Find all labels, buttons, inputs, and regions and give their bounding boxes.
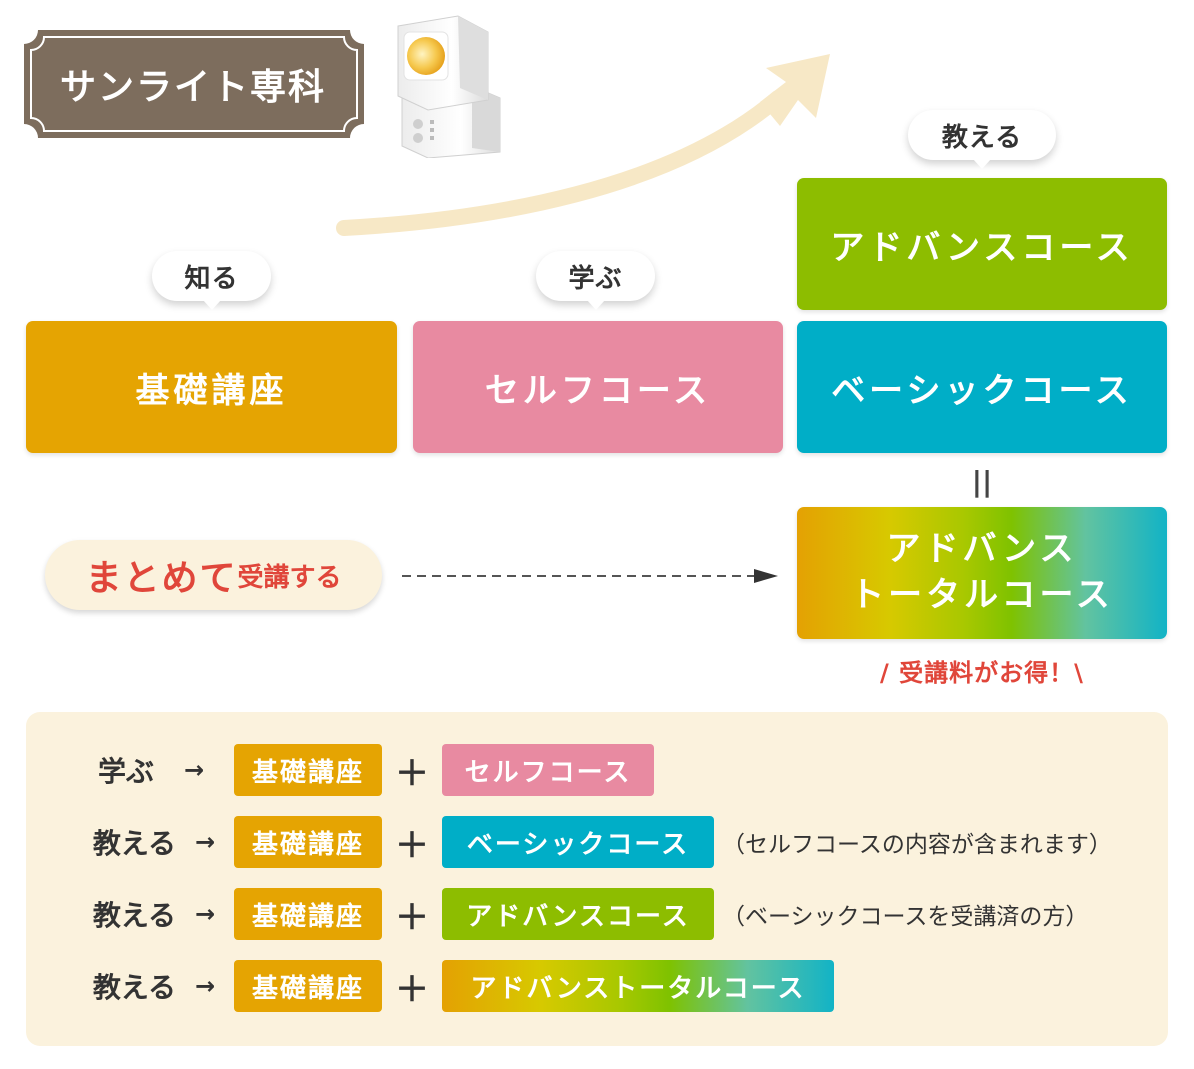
brand-label: サンライト専科: [24, 30, 409, 138]
plus-icon: ＋: [395, 969, 429, 1010]
dashed-arrow-icon: [402, 569, 778, 583]
equal-sign: ||: [971, 464, 993, 498]
course-basic-box[interactable]: ベーシックコース: [797, 321, 1167, 453]
plus-icon: ＋: [395, 897, 429, 938]
arrow-right-icon: →: [194, 972, 216, 1000]
brand-title: サンライト専科: [59, 67, 326, 108]
plus-icon: ＋: [395, 753, 429, 794]
summary-row-label: 教える: [92, 971, 176, 1004]
summary-row: 学ぶ → 基礎講座 ＋ セルフコース: [26, 744, 662, 796]
summary-base-tag[interactable]: 基礎講座: [234, 888, 382, 940]
course-advanced-box[interactable]: アドバンスコース: [797, 178, 1167, 310]
course-total-box[interactable]: アドバンス トータルコース: [797, 507, 1167, 639]
course-self-box[interactable]: セルフコース: [413, 321, 783, 453]
summary-row-label: 教える: [92, 827, 176, 860]
discount-note: / 受講料がお得！\: [880, 658, 1084, 687]
arrow-right-icon: →: [194, 828, 216, 856]
bundle-pill-sub: 受講する: [237, 562, 342, 593]
arrow-right-icon: →: [183, 756, 205, 784]
summary-base-tag[interactable]: 基礎講座: [234, 744, 382, 796]
course-kiso-box[interactable]: 基礎講座: [26, 321, 397, 453]
bundle-pill: まとめて 受講する: [45, 540, 382, 610]
arrow-right-icon: →: [194, 900, 216, 928]
summary-base-tag[interactable]: 基礎講座: [234, 960, 382, 1012]
summary-course-tag[interactable]: アドバンストータルコース: [442, 960, 834, 1012]
label-frame-icon: [24, 30, 364, 138]
course-total-line2: トータルコース: [850, 575, 1114, 615]
summary-row-label: 学ぶ: [97, 755, 154, 788]
bundle-pill-main: まとめて: [85, 558, 238, 599]
stage-bubble-know: 知る: [152, 251, 271, 310]
summary-course-tag[interactable]: ベーシックコース: [442, 816, 714, 868]
summary-row: 教える → 基礎講座 ＋ アドバンスコース （ベーシックコースを受講済の方）: [26, 888, 1088, 940]
summary-row: 教える → 基礎講座 ＋ アドバンストータルコース: [26, 960, 842, 1012]
summary-panel: 学ぶ → 基礎講座 ＋ セルフコース 教える → 基礎講座 ＋ ベーシックコース…: [26, 712, 1168, 1046]
summary-row-note: （セルフコースの内容が含まれます）: [722, 832, 1112, 858]
summary-base-tag[interactable]: 基礎講座: [234, 816, 382, 868]
summary-row-label: 教える: [92, 899, 176, 932]
sunlight-device-icon: [397, 15, 501, 158]
plus-icon: ＋: [395, 825, 429, 866]
course-total-line1: アドバンス: [886, 529, 1078, 570]
summary-course-tag[interactable]: アドバンスコース: [442, 888, 714, 940]
growth-arrow-icon: [336, 54, 830, 236]
summary-row: 教える → 基礎講座 ＋ ベーシックコース （セルフコースの内容が含まれます）: [26, 816, 1112, 868]
summary-course-tag[interactable]: セルフコース: [442, 744, 654, 796]
summary-row-note: （ベーシックコースを受講済の方）: [722, 904, 1089, 930]
stage-bubble-teach: 教える: [908, 110, 1056, 169]
stage-bubble-learn: 学ぶ: [536, 251, 655, 310]
